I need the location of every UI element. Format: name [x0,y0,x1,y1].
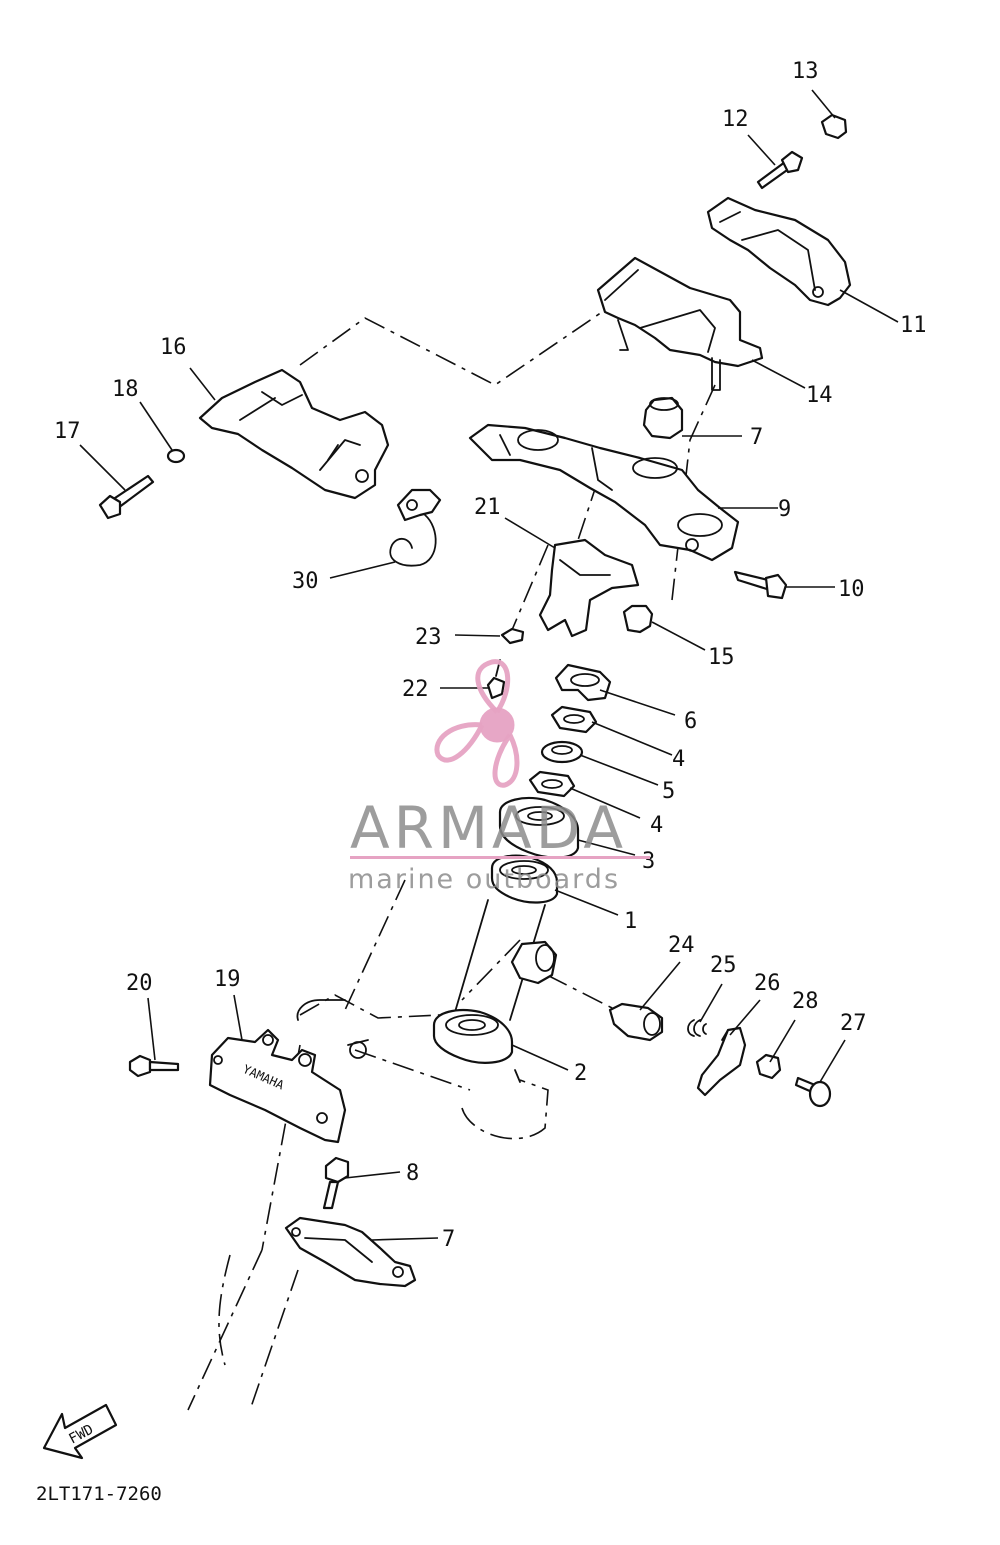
callout-27: 26 [754,971,781,996]
callout-numbers: 13 12 11 14 7 9 10 15 16 18 17 21 30 23 … [54,59,927,1252]
part-20-lower-clamp: YAMAHA [208,1028,347,1144]
part-2-lower-bearing [432,1008,514,1064]
callout-12: 11 [900,313,927,338]
part-4b-washer [528,770,576,798]
part-28-screw [794,1076,832,1108]
callout-26: 25 [710,953,737,978]
callout-3: 3 [642,849,655,874]
callout-15: 14 [806,383,833,408]
callout-4b: 4 [650,813,663,838]
part-9-bolt [322,1156,350,1210]
part-15-upper-holder [596,256,764,391]
part-30-cable [389,488,442,567]
part-8-lower-plate [284,1216,417,1288]
part-13-bolt [756,150,804,190]
part-19-washer [166,448,186,464]
part-24-nut [500,627,525,645]
callout-5: 5 [662,779,675,804]
part-3-dust-seal [498,796,580,859]
callout-25: 24 [668,933,695,958]
part-27-plate [696,1026,747,1097]
callout-20: 19 [214,967,241,992]
callout-9: 8 [406,1161,419,1186]
callout-16: 15 [708,645,735,670]
callout-24: 23 [415,625,442,650]
callout-22: 21 [474,495,501,520]
stem-collar [510,940,558,985]
part-16-nut [622,604,654,634]
callout-7: 7 [750,425,763,450]
part-14-cap [820,113,848,140]
part-26-clip [687,1019,707,1037]
callout-4a: 4 [672,747,685,772]
callout-18: 17 [54,419,81,444]
part-1-bearing [490,854,559,904]
watermark-tagline: marine outboards [348,864,620,895]
part-17-handlebar-holder [198,368,390,500]
callout-2: 2 [574,1061,587,1086]
callout-13: 12 [722,107,749,132]
part-29-collar [755,1053,782,1080]
callout-23: 22 [402,677,429,702]
callout-17: 16 [160,335,187,360]
callout-30: 30 [292,569,319,594]
callout-leader-lines [79,89,899,1241]
callout-28: 27 [840,1011,867,1036]
part-21-bolt [128,1054,180,1078]
part-18-bolt [98,474,155,520]
part-25-switch [608,1002,664,1042]
callout-10: 9 [778,497,791,522]
part-6-lock-washer [554,663,612,702]
callout-11: 10 [838,577,865,602]
diagram-code: 2LT171-7260 [36,1483,162,1505]
forward-direction-arrow: FWD [42,1403,118,1460]
part-22-bracket [538,538,640,638]
callout-21: 20 [126,971,153,996]
watermark-brand: ARMADA [350,794,627,862]
part-12-upper-holder [706,196,852,307]
part-10-upper-bracket [468,423,740,562]
callout-number-6: 6 [684,709,697,734]
part-5-ring-nut [540,740,584,764]
propeller-icon [434,659,520,788]
assembly-center-lines [187,309,716,1411]
part-4a-washer [550,705,598,734]
part-11-bolt [733,570,788,600]
callout-29: 28 [792,989,819,1014]
callout-1: 1 [624,909,637,934]
callout-19: 18 [112,377,139,402]
part-7-nut [642,396,684,440]
lower-bracket-outline [296,999,369,1059]
watermark-underline [350,856,650,859]
callout-14: 13 [792,59,819,84]
callout-8: 7 [442,1227,455,1252]
armada-watermark: ARMADA marine outboards [348,659,650,895]
